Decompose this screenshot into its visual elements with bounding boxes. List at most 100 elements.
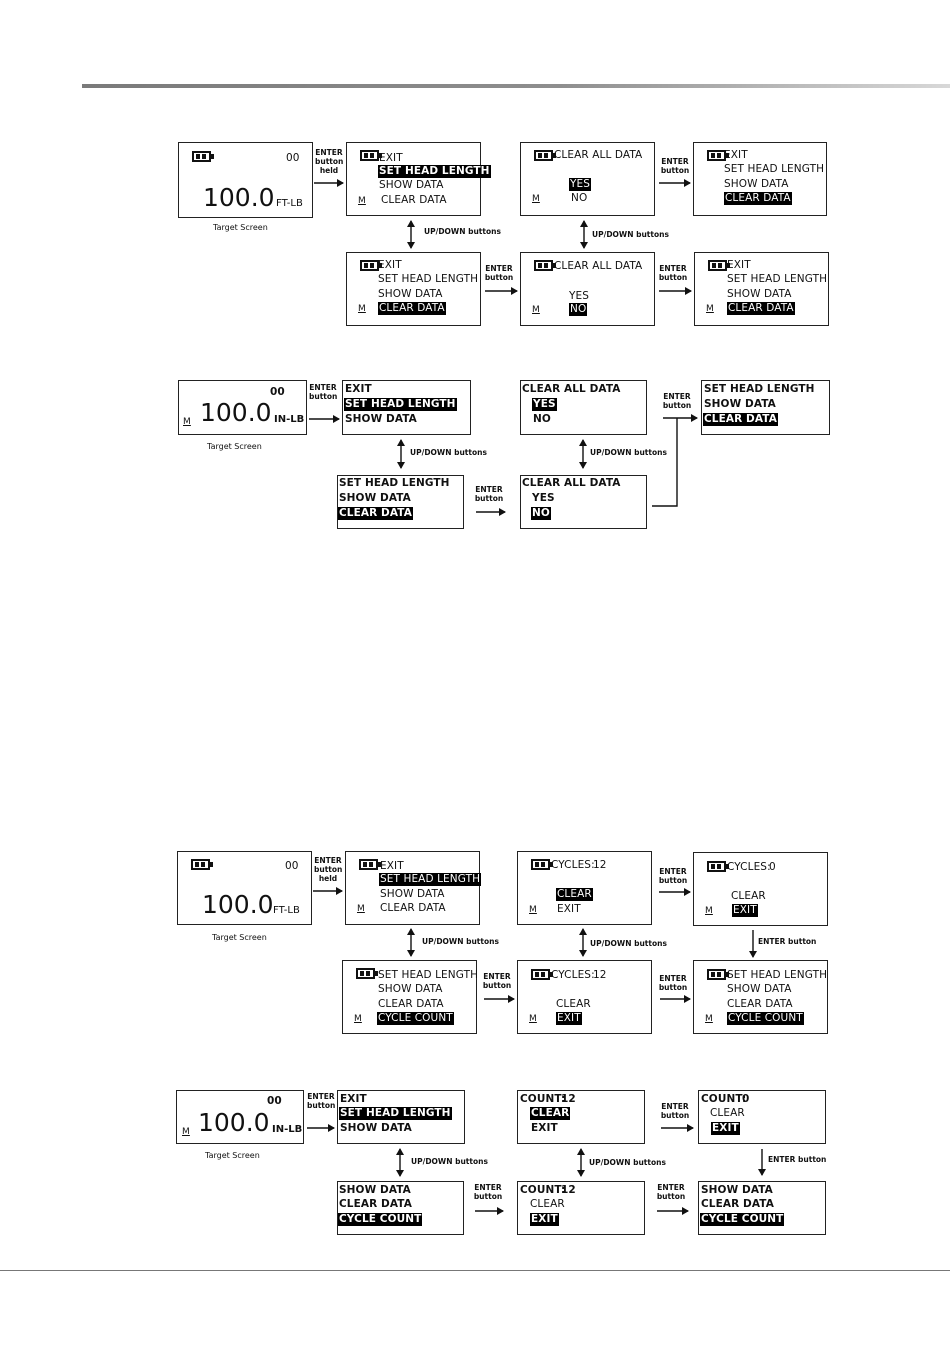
- option: YES: [569, 290, 590, 302]
- menu-item: SET HEAD LENGTH: [339, 477, 450, 489]
- menu-item: SET HEAD LENGTH: [727, 273, 828, 285]
- option: CLEAR: [731, 890, 766, 902]
- battery-icon: [192, 151, 214, 162]
- menu-screen: SET HEAD LENGTH SHOW DATA CLEAR DATA M C…: [693, 960, 828, 1034]
- menu-item: SHOW DATA: [727, 983, 792, 995]
- updown-label: UP/DOWN buttons: [411, 1157, 488, 1166]
- target-screen-caption: Target Screen: [207, 442, 262, 451]
- option-selected: EXIT: [732, 904, 758, 917]
- count-screen: COUNT: 0 CLEAR EXIT: [698, 1090, 826, 1144]
- target-value: 100.0: [203, 183, 275, 212]
- target-code: 00: [270, 386, 285, 398]
- target-unit: IN-LB: [274, 414, 305, 425]
- option-selected: YES: [532, 398, 557, 411]
- option-selected: CLEAR: [556, 888, 593, 901]
- menu-item: SHOW DATA: [378, 983, 443, 995]
- menu-screen: EXIT SET HEAD LENGTH SHOW DATA M CLEAR D…: [346, 252, 481, 326]
- confirm-screen: CLEAR ALL DATA YES M NO: [520, 142, 655, 216]
- battery-icon: [531, 969, 553, 980]
- menu-item: SHOW DATA: [379, 179, 444, 191]
- target-screen: 00 100.0 M IN-LB: [176, 1090, 304, 1144]
- mode-indicator: M: [532, 305, 540, 315]
- arrow-elbow: [652, 418, 678, 507]
- battery-icon: [534, 150, 556, 161]
- cycles-value: 0: [769, 861, 776, 873]
- menu-item: EXIT: [340, 1093, 367, 1105]
- option: CLEAR: [710, 1107, 745, 1119]
- menu-item: SHOW DATA: [340, 1122, 412, 1134]
- mode-indicator: M: [354, 1014, 362, 1024]
- count-screen: COUNT: 12 CLEAR EXIT: [517, 1181, 645, 1235]
- updown-label: UP/DOWN buttons: [424, 227, 501, 236]
- battery-icon: [707, 969, 729, 980]
- menu-item: SHOW DATA: [339, 492, 411, 504]
- menu-item: CLEAR DATA: [381, 194, 447, 206]
- option-selected: NO: [569, 303, 588, 316]
- target-screen-caption: Target Screen: [205, 1151, 260, 1160]
- option-selected: EXIT: [711, 1122, 740, 1135]
- menu-screen: EXIT SET HEAD LENGTH SHOW DATA M CLEAR D…: [345, 851, 482, 925]
- menu-item-selected: CYCLE COUNT: [727, 1012, 804, 1025]
- mode-indicator: M: [532, 194, 540, 204]
- battery-icon: [531, 859, 553, 870]
- menu-item: EXIT: [345, 383, 372, 395]
- menu-screen: EXIT SET HEAD LENGTH SHOW DATA M CLEAR D…: [346, 142, 491, 216]
- option: NO: [533, 413, 551, 425]
- mode-indicator: M: [705, 906, 713, 916]
- updown-label: UP/DOWN buttons: [592, 230, 669, 239]
- menu-item: SHOW DATA: [727, 288, 792, 300]
- confirm-title: CLEAR ALL DATA: [554, 149, 643, 161]
- battery-icon: [534, 260, 556, 271]
- menu-screen: EXIT SET HEAD LENGTH SHOW DATA M CLEAR D…: [694, 252, 829, 326]
- mode-indicator: M: [358, 196, 366, 206]
- menu-item: SET HEAD LENGTH: [704, 383, 815, 395]
- updown-label: UP/DOWN buttons: [589, 1158, 666, 1167]
- target-code: 00: [267, 1095, 282, 1107]
- menu-item-selected: SET HEAD LENGTH: [379, 873, 482, 886]
- battery-icon: [356, 968, 378, 979]
- target-value: 100.0: [200, 398, 272, 427]
- target-value: 100.0: [202, 890, 274, 919]
- menu-item: SET HEAD LENGTH: [378, 273, 479, 285]
- menu-item: EXIT: [724, 149, 748, 161]
- mode-indicator: M: [183, 417, 191, 427]
- enter-button-label: ENTER button: [758, 937, 817, 946]
- cycles-screen: CYCLES: 0 CLEAR M EXIT: [693, 852, 828, 926]
- menu-screen: SET HEAD LENGTH SHOW DATA CLEAR DATA M C…: [342, 960, 478, 1034]
- battery-icon: [359, 859, 381, 870]
- menu-screen: EXIT SET HEAD LENGTH SHOW DATA: [337, 1090, 465, 1144]
- battery-icon: [191, 859, 213, 870]
- target-code: 00: [286, 152, 300, 164]
- menu-item: SHOW DATA: [339, 1184, 411, 1196]
- mode-indicator: M: [182, 1127, 190, 1137]
- cycles-label: CYCLES:: [551, 969, 595, 981]
- menu-item: EXIT: [380, 860, 404, 872]
- menu-item-selected: SET HEAD LENGTH: [339, 1107, 452, 1120]
- battery-icon: [707, 861, 729, 872]
- target-code: 00: [285, 860, 299, 872]
- cycles-value: 12: [593, 969, 607, 981]
- option: EXIT: [531, 1122, 558, 1134]
- option: CLEAR: [556, 998, 591, 1010]
- mode-indicator: M: [529, 905, 537, 915]
- option: YES: [532, 492, 555, 504]
- target-screen: 00 100.0 M IN-LB: [178, 380, 307, 435]
- count-label: COUNT:: [701, 1093, 747, 1105]
- menu-screen: SET HEAD LENGTH SHOW DATA CLEAR DATA: [701, 380, 830, 435]
- confirm-screen: CLEAR ALL DATA YES NO: [520, 475, 647, 529]
- cycles-screen: CYCLES: 12 CLEAR M EXIT: [517, 960, 652, 1034]
- menu-item: CLEAR DATA: [380, 902, 446, 914]
- cycles-value: 12: [593, 859, 607, 871]
- top-rule: [82, 84, 950, 88]
- confirm-title: CLEAR ALL DATA: [522, 383, 621, 395]
- count-value: 12: [561, 1184, 576, 1196]
